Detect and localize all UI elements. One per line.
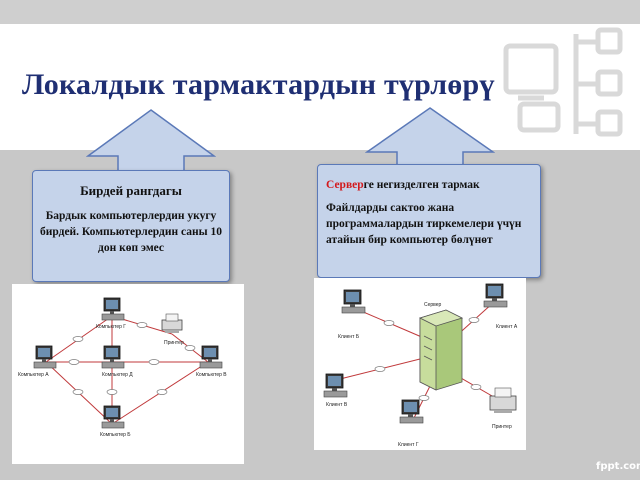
- server-based-box: Серверге негизделген тармак Файлдарды са…: [317, 164, 541, 278]
- network-outline-icon: [503, 27, 623, 137]
- peer-network-svg: Компьютер Г Компьютер А Компьютер Д Комп…: [18, 297, 227, 438]
- client-g-icon: [399, 399, 424, 424]
- server-box-text: Файлдарды сактоо жана программалардын ти…: [326, 202, 522, 246]
- server-network-diagram: Сервер Клиент Б Клиент А Клиент В Клиент…: [314, 278, 526, 450]
- peer-to-peer-box: Бирдей рангдагы Бардык компьютерлердин у…: [32, 170, 230, 282]
- right-up-arrow: [365, 107, 495, 167]
- label-client-g: Клиент Г: [398, 442, 419, 448]
- printer-icon-2: [489, 387, 517, 413]
- peer-links: [45, 315, 209, 425]
- peer-box-heading: Бирдей рангдагы: [80, 183, 182, 198]
- label-computer-v: Компьютер В: [196, 372, 227, 378]
- client-a-icon: [483, 283, 508, 308]
- left-up-arrow: [86, 109, 216, 173]
- computer-v-icon: [199, 345, 223, 369]
- client-v-icon: [323, 373, 348, 398]
- peer-box-text: Бардык компьютерлердин укугу бирдей. Ком…: [40, 210, 222, 254]
- server-highlight: Сервер: [326, 179, 364, 191]
- label-client-v: Клиент В: [326, 402, 348, 408]
- label-computer-a: Компьютер А: [18, 372, 49, 378]
- label-printer-2: Принтер: [492, 424, 512, 430]
- label-client-b: Клиент Б: [338, 334, 360, 340]
- computer-b-icon: [101, 405, 125, 429]
- slide-title: Локалдык тармактардын түрлөрү: [22, 68, 495, 101]
- label-server: Сервер: [424, 302, 442, 308]
- label-client-a: Клиент А: [496, 324, 518, 330]
- server-icon: [418, 309, 464, 391]
- server-box-heading: Серверге негизделген тармак: [326, 179, 534, 191]
- peer-network-diagram: Компьютер Г Компьютер А Компьютер Д Комп…: [12, 284, 244, 464]
- printer-icon: [161, 313, 183, 334]
- server-heading-rest: ге негизделген тармак: [363, 179, 480, 191]
- label-computer-g: Компьютер Г: [96, 324, 126, 330]
- computer-d-icon: [101, 345, 125, 369]
- top-strip: [0, 0, 640, 24]
- server-network-svg: Сервер Клиент Б Клиент А Клиент В Клиент…: [323, 283, 518, 448]
- label-printer: Принтер: [164, 340, 184, 346]
- computer-g-icon: [101, 297, 125, 321]
- label-computer-b: Компьютер Б: [100, 432, 131, 438]
- label-computer-d: Компьютер Д: [102, 372, 133, 378]
- fppt-watermark: fppt.com: [596, 461, 640, 472]
- client-b-icon: [341, 289, 366, 314]
